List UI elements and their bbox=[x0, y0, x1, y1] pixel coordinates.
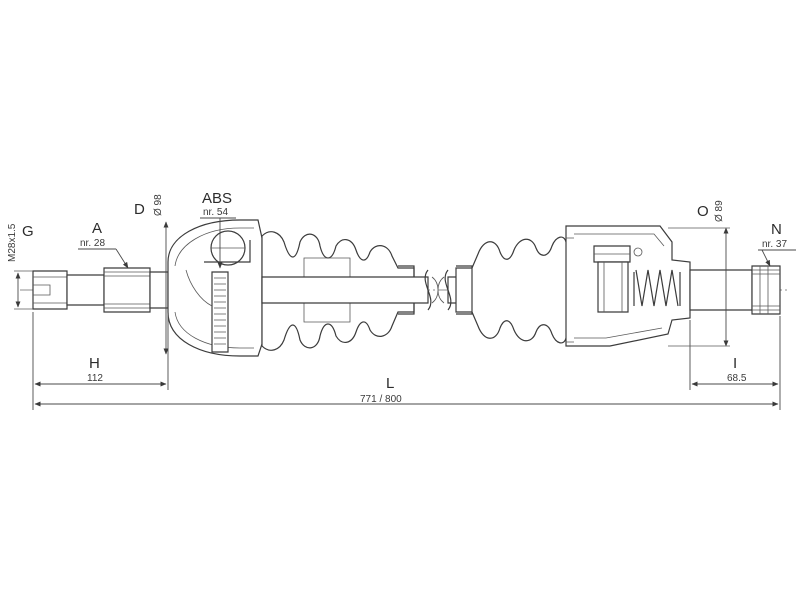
label-o-value: Ø 89 bbox=[714, 200, 725, 222]
dimension-d: D Ø 98 bbox=[134, 194, 169, 355]
right-stub-axle bbox=[689, 265, 781, 315]
dimension-h: H 112 bbox=[34, 314, 169, 390]
label-h-letter: H bbox=[89, 355, 100, 372]
label-i-letter: I bbox=[733, 355, 737, 372]
label-l-value: 771 / 800 bbox=[360, 394, 402, 405]
label-abs-note: nr. 54 bbox=[203, 207, 228, 218]
dimension-o: O Ø 89 bbox=[668, 200, 730, 347]
dimension-i: I 68.5 bbox=[689, 320, 779, 390]
label-a-letter: A bbox=[92, 220, 102, 237]
outer-cv-joint bbox=[167, 219, 263, 357]
left-stub-axle bbox=[32, 267, 169, 313]
callout-a: A nr. 28 bbox=[78, 220, 129, 269]
label-i-value: 68.5 bbox=[727, 373, 747, 384]
label-n-letter: N bbox=[771, 221, 782, 238]
label-a-note: nr. 28 bbox=[80, 238, 105, 249]
dimension-g: G M28x1.5 bbox=[7, 223, 34, 310]
label-g-value: M28x1.5 bbox=[7, 223, 18, 262]
callout-abs: ABS nr. 54 bbox=[200, 190, 236, 269]
callout-n: N nr. 37 bbox=[758, 221, 796, 267]
right-boot bbox=[455, 236, 569, 344]
label-d-value: Ø 98 bbox=[153, 194, 164, 216]
dimension-l: L 771 / 800 bbox=[32, 312, 781, 410]
inner-tripod-joint bbox=[565, 225, 691, 347]
label-o-letter: O bbox=[697, 203, 709, 220]
label-d-letter: D bbox=[134, 201, 145, 218]
label-abs-letter: ABS bbox=[202, 190, 232, 207]
label-l-letter: L bbox=[386, 375, 394, 392]
label-g-letter: G bbox=[22, 223, 34, 240]
label-h-value: 112 bbox=[87, 373, 103, 384]
label-n-note: nr. 37 bbox=[762, 239, 787, 250]
